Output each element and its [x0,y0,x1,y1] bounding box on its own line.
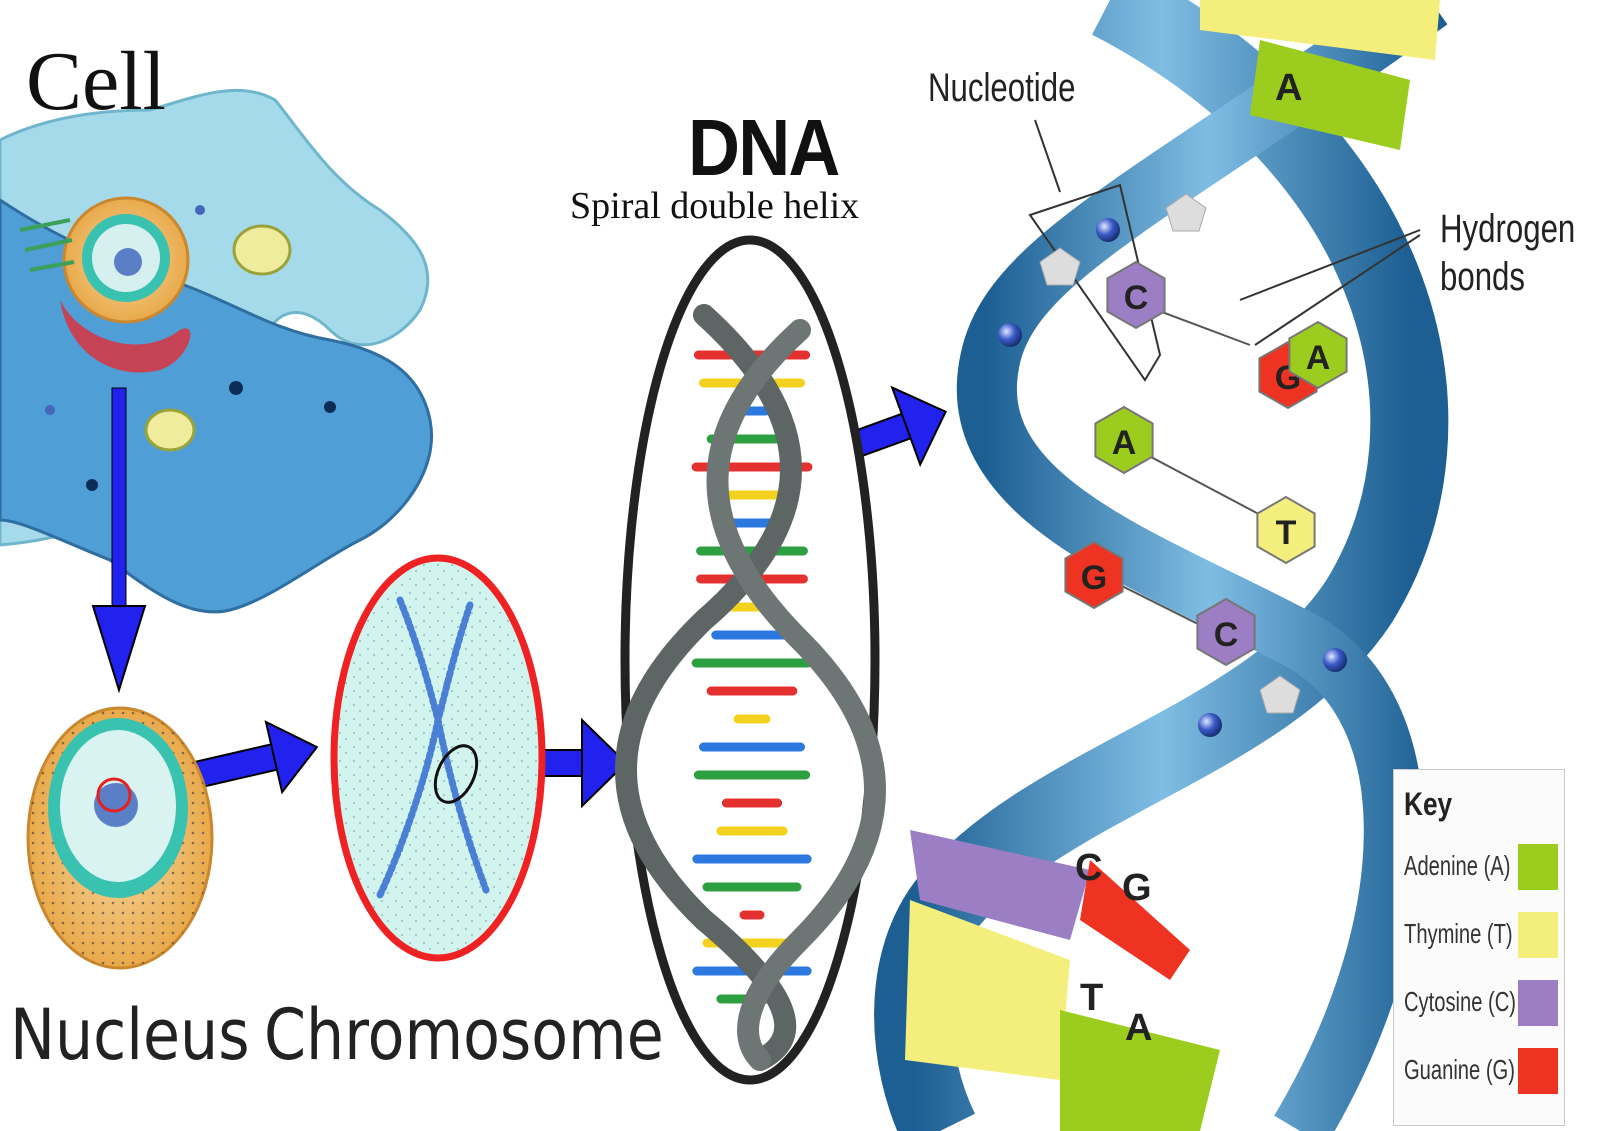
hydrogen-bonds-label: Hydrogen bonds [1440,207,1576,299]
rod-base-letter: G [1122,867,1152,909]
key-label-cytosine: Cytosine (C) [1404,986,1517,1017]
base-letter: T [1276,514,1297,552]
base-c-hexagon: C [1106,260,1166,330]
cell-illustration [0,88,433,614]
base-t-hexagon: T [1256,495,1316,565]
base-a-hexagon: A [1288,320,1348,390]
nucleus-label: Nucleus [10,994,250,1076]
rod-base-letter: A [1125,1007,1152,1049]
dna-helix-oval [615,235,886,1085]
nucleotide-label: Nucleotide [928,66,1076,110]
rod-base-letter: T [1080,977,1103,1019]
key-label-guanine: Guanine (G) [1404,1054,1515,1085]
dna-label: DNA [688,103,840,192]
dna-subtitle: Spiral double helix [570,185,860,227]
chromosome-illustration [330,554,546,962]
key-label-thymine: Thymine (T) [1404,918,1513,949]
cell-label: Cell [26,35,166,128]
base-letter: C [1214,616,1239,654]
base-a-hexagon: A [1094,405,1154,475]
chromosome-label: Chromosome [264,994,664,1076]
nucleus-illustration [26,706,214,970]
key-swatch-thymine [1518,912,1558,958]
key-swatch-adenine [1518,844,1558,890]
base-letter: A [1306,339,1331,377]
key-label-adenine: Adenine (A) [1404,850,1511,881]
key-swatch-cytosine [1518,980,1558,1026]
base-letter: C [1124,279,1149,317]
rod-base-letter: A [1275,67,1302,109]
base-letter: G [1081,559,1107,597]
key-swatch-guanine [1518,1048,1558,1094]
base-key-legend: Key Adenine (A) Thymine (T) Cytosine (C)… [1393,769,1565,1126]
dna-helix-detailed [874,0,1449,1131]
key-title: Key [1404,786,1453,822]
base-g-hexagon: G [1064,540,1124,610]
rod-base-letter: C [1075,847,1102,889]
base-letter: A [1112,424,1137,462]
arrow-cell-to-nucleus [91,387,147,694]
base-c-hexagon: C [1196,597,1256,667]
